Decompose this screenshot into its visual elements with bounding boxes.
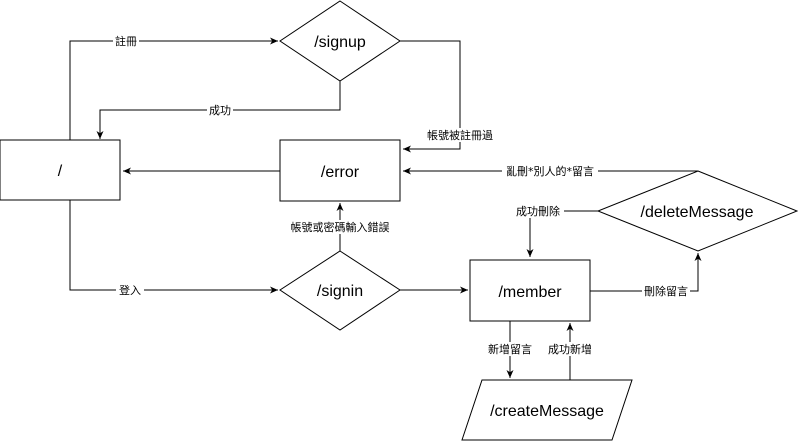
node-delete-message[interactable]: /deleteMessage	[596, 170, 798, 252]
node-create-message-label: /createMessage	[490, 403, 604, 420]
node-create-message[interactable]: /createMessage	[461, 379, 633, 441]
edge-label-register: 註冊	[115, 35, 137, 48]
node-signin[interactable]: /signin	[279, 250, 401, 331]
node-member-label: /member	[498, 284, 562, 301]
node-signin-label: /signin	[317, 283, 363, 300]
edge-account-registered	[400, 40, 461, 153]
node-error[interactable]: /error	[279, 139, 401, 202]
node-signup[interactable]: /signup	[279, 0, 401, 82]
node-root[interactable]: /	[0, 139, 121, 201]
node-delete-message-label: /deleteMessage	[641, 204, 754, 221]
edge-label-login-error: 帳號或密碼輸入錯誤	[291, 220, 390, 234]
edge-label-login: 登入	[119, 283, 141, 297]
node-signup-label: /signup	[314, 34, 366, 51]
edge-register	[69, 37, 278, 140]
node-root-label: /	[58, 163, 63, 180]
node-member[interactable]: /member	[469, 259, 591, 322]
edge-label-signup-success: 成功	[209, 104, 231, 117]
edge-login	[69, 200, 278, 294]
edge-label-add-message: 新增留言	[488, 342, 532, 356]
edge-label-add-success: 成功新增	[548, 342, 592, 356]
edge-label-account-registered: 帳號被註冊過	[427, 128, 493, 142]
edge-label-delete-success: 成功刪除	[516, 204, 560, 218]
node-error-label: /error	[321, 164, 360, 181]
edge-label-delete-message: 刪除留言	[644, 284, 688, 298]
edge-label-delete-others: 亂刪*別人的*留言	[506, 164, 594, 178]
edge-delete-message	[590, 253, 702, 292]
